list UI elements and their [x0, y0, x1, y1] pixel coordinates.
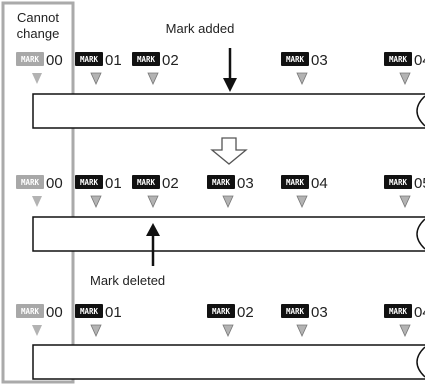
marks-layer: MARK00MARK01MARK02MARK03MARK04MARK00MARK… [16, 52, 425, 337]
mark-number: 04 [311, 175, 328, 192]
mark-number: 05 [414, 175, 425, 192]
mark-badge-text: MARK [21, 307, 40, 316]
mark-added-label: Mark added [166, 21, 235, 36]
mark-row1-04: MARK 04 [384, 52, 425, 85]
mark-badge-text: MARK [286, 307, 305, 316]
mark-badge-icon [384, 52, 412, 66]
row1-timeline [32, 93, 425, 129]
mark-badge-text: MARK [137, 178, 156, 187]
mark-badge-icon [16, 52, 44, 66]
mark-triangle-icon [222, 195, 234, 208]
mark-row1-01: MARK 01 [75, 52, 122, 85]
mark-number: 04 [414, 52, 425, 69]
mark-badge-icon [16, 175, 44, 189]
mark-triangle-icon [32, 325, 42, 336]
mark-number: 02 [162, 52, 179, 69]
mark-row3-04: MARK 04 [384, 304, 425, 337]
mark-badge-icon [384, 175, 412, 189]
mark-number: 02 [237, 304, 254, 321]
mark-triangle-icon [147, 195, 159, 208]
mark-number: 01 [105, 304, 122, 321]
mark-badge-text: MARK [389, 55, 408, 64]
mark-badge-icon [281, 52, 309, 66]
mark-triangle-icon [222, 324, 234, 337]
mark-row1-03: MARK 03 [281, 52, 328, 85]
mark-badge-icon [207, 175, 235, 189]
mark-badge-icon [384, 304, 412, 318]
mark-number: 00 [46, 304, 63, 321]
mark-badge-icon [281, 304, 309, 318]
mark-row2-01: MARK 01 [75, 175, 122, 208]
mark-row1-02: MARK 02 [132, 52, 179, 85]
cannot-change-label-line1: Cannot [17, 10, 59, 25]
mark-triangle-icon [296, 72, 308, 85]
mark-badge-text: MARK [212, 178, 231, 187]
mark-row3-02: MARK 02 [207, 304, 254, 337]
mark-row2-02: MARK 02 [132, 175, 179, 208]
mark-badge-icon [132, 175, 160, 189]
mark-row2-05: MARK 05 [384, 175, 425, 208]
mark-number: 03 [311, 52, 328, 69]
mark-row3-01: MARK 01 [75, 304, 122, 337]
mark-badge-icon [132, 52, 160, 66]
mark-added-arrow [223, 48, 237, 92]
mark-badge-icon [16, 304, 44, 318]
mark-badge-text: MARK [212, 307, 231, 316]
mark-badge-text: MARK [389, 178, 408, 187]
mark-deleted-arrow [146, 223, 160, 266]
mark-badge-icon [281, 175, 309, 189]
cannot-change-box [1, 1, 75, 384]
mark-number: 01 [105, 52, 122, 69]
mark-badge-icon [75, 52, 103, 66]
mark-number: 00 [46, 52, 63, 69]
mark-triangle-icon [296, 195, 308, 208]
mark-row2-04: MARK 04 [281, 175, 328, 208]
mark-badge-text: MARK [389, 307, 408, 316]
mark-badge-text: MARK [21, 178, 40, 187]
cannot-change-label-line2: change [17, 26, 60, 41]
mark-badge-text: MARK [286, 178, 305, 187]
mark-badge-text: MARK [21, 55, 40, 64]
mark-triangle-icon [399, 195, 411, 208]
mark-deleted-label: Mark deleted [90, 273, 165, 288]
mark-number: 03 [311, 304, 328, 321]
mark-row3-03: MARK 03 [281, 304, 328, 337]
mark-badge-text: MARK [80, 55, 99, 64]
mark-number: 02 [162, 175, 179, 192]
mark-badge-text: MARK [137, 55, 156, 64]
mark-triangle-icon [399, 324, 411, 337]
mark-triangle-icon [399, 72, 411, 85]
mark-badge-text: MARK [286, 55, 305, 64]
mark-number: 00 [46, 175, 63, 192]
mark-row2-00: MARK 00 [16, 175, 63, 207]
mark-triangle-icon [296, 324, 308, 337]
mark-number: 03 [237, 175, 254, 192]
row2-timeline [32, 216, 425, 252]
mark-triangle-icon [90, 324, 102, 337]
mark-badge-text: MARK [80, 307, 99, 316]
mark-badge-icon [75, 175, 103, 189]
mark-badge-icon [207, 304, 235, 318]
mark-number: 01 [105, 175, 122, 192]
mark-triangle-icon [147, 72, 159, 85]
mark-row3-00: MARK 00 [16, 304, 63, 336]
row3-timeline [32, 344, 425, 380]
mark-badge-icon [75, 304, 103, 318]
mark-triangle-icon [32, 196, 42, 207]
mark-triangle-icon [90, 195, 102, 208]
mark-badge-text: MARK [80, 178, 99, 187]
mark-number: 04 [414, 304, 425, 321]
mark-row1-00: MARK 00 [16, 52, 63, 84]
transition-arrow-icon [210, 137, 248, 165]
mark-row2-03: MARK 03 [207, 175, 254, 208]
mark-triangle-icon [90, 72, 102, 85]
mark-triangle-icon [32, 73, 42, 84]
